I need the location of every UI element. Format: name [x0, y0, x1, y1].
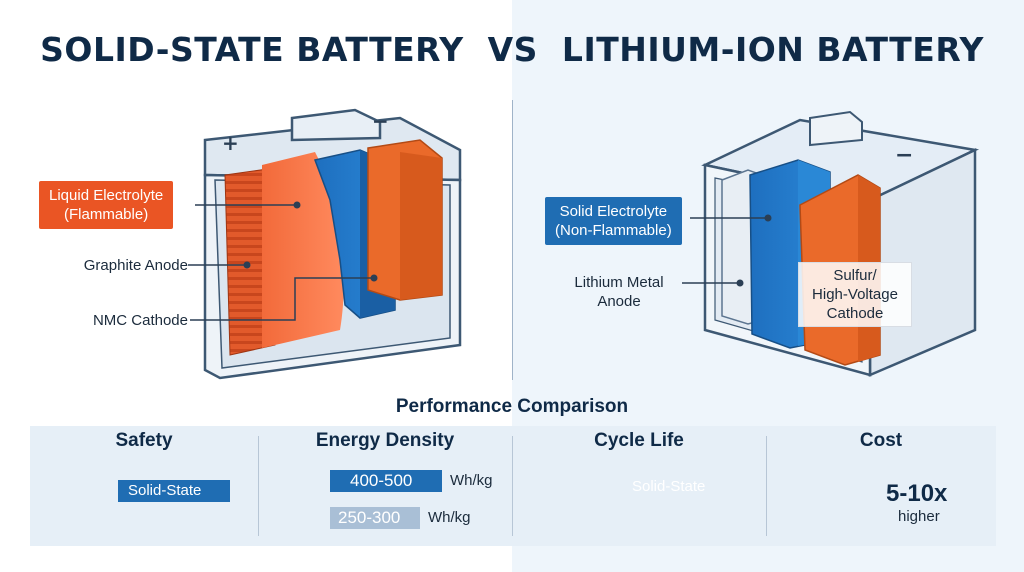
page-title: SOLID-STATE BATTERY VS LITHIUM-ION BATTE…: [40, 30, 984, 69]
safety-heading: Safety: [115, 430, 173, 451]
callout-lithium-line1: Lithium Metal: [574, 274, 664, 291]
cost-heading: Cost: [859, 430, 903, 451]
callout-liquid-line1: Liquid Electrolyte: [49, 187, 164, 204]
col-separator-2: [512, 436, 513, 536]
callout-sulfur-line3: Cathode: [826, 305, 884, 322]
cycle-life-heading: Cycle Life: [594, 430, 684, 451]
callout-solid-electrolyte: Solid Electrolyte (Non-Flammable): [545, 197, 682, 245]
plus-terminal-icon: +: [222, 131, 239, 155]
cost-sub: higher: [898, 508, 940, 525]
col-separator-1: [258, 436, 259, 536]
cost-value: 5-10x: [886, 480, 948, 507]
callout-lithium-metal-anode: Lithium Metal Anode: [560, 273, 678, 311]
cycle-solid-label: Solid-State: [632, 478, 706, 495]
callout-solid-line1: Solid Electrolyte: [559, 203, 668, 220]
callout-lithium-line2: Anode: [597, 293, 641, 310]
callout-solid-line2: (Non-Flammable): [555, 222, 672, 239]
solid-state-battery: −: [682, 110, 980, 377]
col-separator-3: [766, 436, 767, 536]
center-divider: [512, 100, 513, 380]
minus-terminal-icon-right: −: [895, 143, 913, 168]
energy-solid-bar: 400-500: [330, 470, 442, 492]
minus-terminal-icon: −: [372, 109, 389, 133]
callout-sulfur-line1: Sulfur/: [833, 267, 877, 284]
callout-nmc-cathode: NMC Cathode: [92, 312, 188, 329]
callout-sulfur-cathode: Sulfur/ High-Voltage Cathode: [798, 262, 912, 327]
energy-solid-unit: Wh/kg: [450, 472, 493, 489]
callout-graphite-anode: Graphite Anode: [83, 257, 188, 274]
callout-liquid-line2: (Flammable): [64, 206, 149, 223]
energy-liion-unit: Wh/kg: [428, 509, 471, 526]
energy-density-heading: Energy Density: [315, 430, 455, 451]
callout-sulfur-line2: High-Voltage: [812, 286, 898, 303]
safety-solid-bar: Solid-State: [118, 480, 230, 502]
energy-liion-bar: 250-300: [330, 507, 420, 529]
lithium-ion-battery: + −: [188, 108, 462, 380]
callout-liquid-electrolyte: Liquid Electrolyte (Flammable): [39, 181, 174, 229]
performance-title: Performance Comparison: [395, 396, 629, 417]
